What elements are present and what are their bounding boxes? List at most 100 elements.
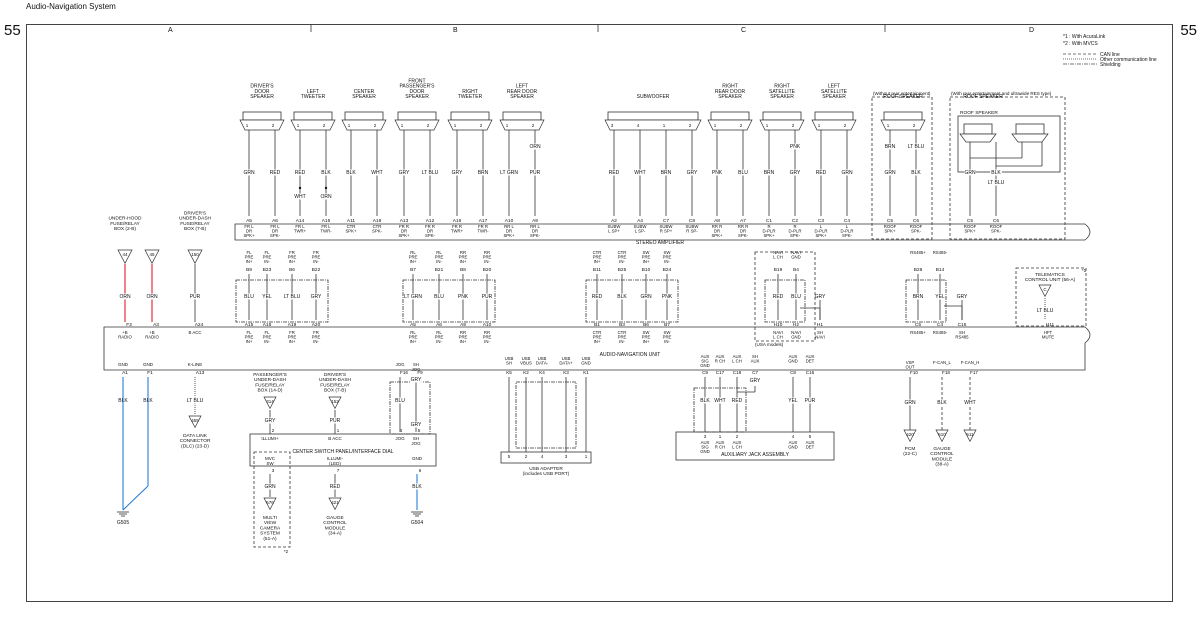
amp-signal-label: IN+	[289, 259, 296, 264]
dlc-name: (DLC) (23-D)	[181, 443, 209, 449]
telematics-name: TELEMATICS	[1035, 272, 1065, 278]
unit-signal-label: RR	[484, 330, 490, 335]
amp-pin-label: B9	[246, 267, 252, 273]
speaker-magnet-icon	[814, 111, 854, 121]
amp-signal-label: PRE	[483, 255, 492, 260]
wire-color-label-bg	[146, 293, 158, 300]
speaker-name: SPEAKER	[250, 94, 274, 100]
wire-color-label-bg	[789, 169, 801, 176]
wire-color-label: WHT	[714, 398, 725, 404]
speaker-pin: 3	[611, 123, 614, 128]
speaker-cone-icon	[759, 119, 805, 131]
unit-signal-label: SH	[959, 330, 965, 335]
unit-pin-label: F17	[970, 370, 978, 375]
fuse-box-name: FUSE/RELAY	[110, 221, 140, 227]
unit-signal-label: GND	[791, 335, 801, 340]
wire-color-label-bg	[184, 397, 206, 404]
module-connector-num: 511	[966, 432, 974, 437]
wire-color-label-bg	[261, 293, 273, 300]
speaker-name: SPEAKER	[352, 94, 376, 100]
amp-signal-label: L SP-	[635, 229, 646, 234]
unit-pin-label: F18	[942, 370, 950, 375]
unit-signal-label: SH	[413, 362, 419, 367]
dlc-connector	[188, 415, 202, 429]
wire-color-label: BLU	[244, 294, 254, 300]
amp-signal-label: FR	[289, 250, 295, 255]
aux-pin-label: 2	[736, 434, 739, 439]
amp-signal-label: SPK-	[372, 229, 383, 234]
unit-signal-label: DET	[806, 359, 815, 364]
unit-signal-label: B ACC	[189, 330, 202, 335]
wire-color-label-bg	[498, 169, 520, 176]
unit-signal-label: PRE	[483, 335, 492, 340]
amp-signal-label: FL	[264, 250, 270, 255]
unit-signal-label: AUX	[751, 359, 760, 364]
column-label-a: A	[168, 27, 173, 34]
unit-signal-label: SH	[506, 361, 512, 366]
unit-pin-label: A16	[263, 322, 272, 328]
wire-color-label-bg	[433, 293, 445, 300]
wire-color-label: BLK	[911, 170, 921, 176]
amp-signal-label: PRE	[312, 255, 321, 260]
page-number-right: 55	[1180, 22, 1197, 39]
amp-pin-label: A4	[637, 218, 643, 224]
amp-signal-label: IN+	[594, 259, 601, 264]
amp-signal-label: DR	[272, 229, 278, 234]
amp-signal-label: SPK+	[711, 233, 723, 238]
amp-signal-label: SPK-	[270, 233, 281, 238]
diagram-frame	[26, 24, 1173, 602]
speaker-name: CENTER	[354, 89, 375, 95]
unit-pin-label: A19	[288, 322, 297, 328]
column-label-b: B	[453, 27, 458, 34]
aux-signal-label: DET	[806, 445, 815, 450]
fuse-box-name: DRIVER'S	[184, 210, 206, 216]
wire-color-label-bg	[329, 483, 341, 490]
panel-pin-label: 2	[272, 428, 275, 433]
wire-color-label-bg	[964, 169, 976, 176]
unit-signal-label: AUX	[789, 354, 798, 359]
module-name: MODULE	[325, 525, 346, 531]
fuse-box-name: FUSE/RELAY	[180, 221, 210, 227]
amp-signal-label: R SP-	[686, 229, 698, 234]
amp-signal-label: SUBW	[660, 224, 674, 229]
unit-signal-label: USB	[505, 356, 514, 361]
wire-color-label: RED	[732, 398, 743, 404]
unit-pin-label: F16	[400, 370, 408, 375]
wire-color-label: GRY	[411, 422, 422, 428]
telematics-connector-num: C	[1043, 287, 1047, 292]
fuse-box-name: PASSENGER'S	[253, 372, 287, 378]
amp-pin-label: B28	[914, 267, 923, 273]
amp-signal-label: PRE	[459, 255, 468, 260]
wire-color-label-bg	[936, 399, 948, 406]
amp-pin-label: A10	[505, 218, 514, 224]
module-name: SYSTEM	[260, 531, 280, 537]
unit-signal-label: FR	[313, 330, 319, 335]
wire-color-label-bg	[841, 169, 853, 176]
wire-color-label-bg	[789, 143, 801, 150]
amp-signal-label: SW	[643, 250, 651, 255]
fuse-icon	[263, 396, 277, 410]
amp-pin-label: A14	[296, 218, 305, 224]
dlc-name: DATA LINK	[183, 433, 208, 439]
speaker-name: TWEETER	[458, 94, 483, 100]
fuse-icon-num: 152	[331, 399, 339, 404]
wire-color-label: LT BLU	[284, 294, 301, 300]
speaker-cone-icon	[341, 119, 387, 131]
speaker-pin: 1	[506, 123, 509, 128]
legend-line-label: Shielding	[1100, 62, 1121, 68]
speaker-pin: 1	[297, 123, 300, 128]
amp-signal-label: IN+	[410, 259, 417, 264]
wire-color-label-bg	[804, 397, 816, 404]
wire-color-label-bg	[904, 399, 916, 406]
unit-pin-label: F1	[147, 370, 153, 376]
speaker-pin: 2	[272, 123, 275, 128]
wire-color-label-bg	[477, 169, 489, 176]
amp-pin-label: B14	[936, 267, 945, 273]
wire-color-label-bg	[243, 293, 255, 300]
amp-signal-label: DR	[246, 229, 252, 234]
amp-signal-label: DR	[714, 229, 720, 234]
wire-color-label: GRN	[264, 484, 276, 490]
module-connector	[935, 429, 949, 443]
wire-color-label-bg	[371, 169, 383, 176]
unit-signal-label: IN+	[410, 339, 417, 344]
